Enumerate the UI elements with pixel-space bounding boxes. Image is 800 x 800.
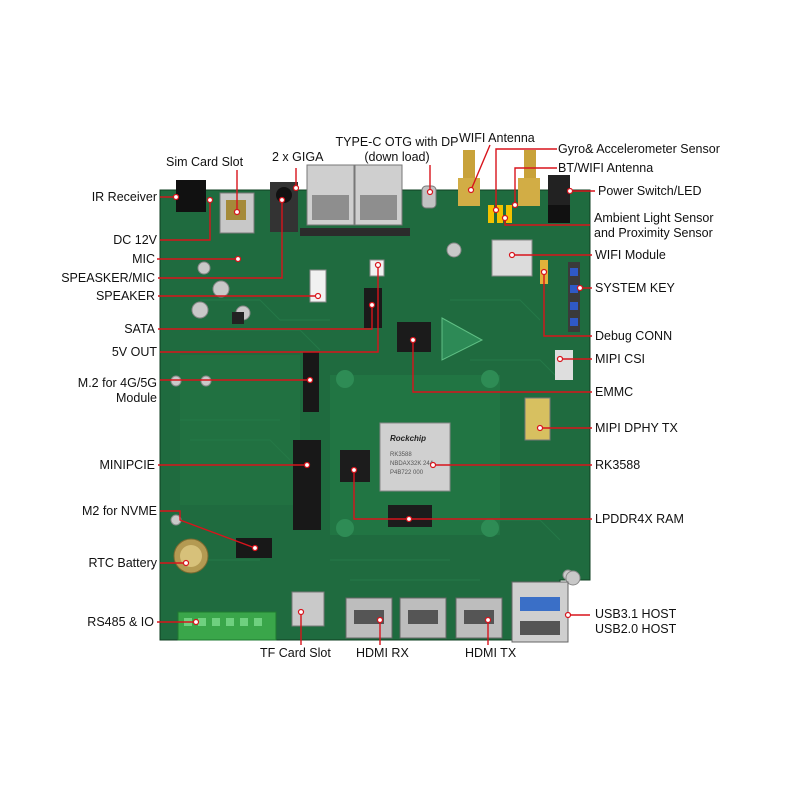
label-lpddr4x: LPDDR4X RAM [595, 512, 684, 526]
leader-speaker-mic [158, 200, 283, 279]
label-rs485-io: RS485 & IO [87, 615, 154, 629]
label-hdmi-rx: HDMI RX [356, 646, 409, 660]
label-debug-conn: Debug CONN [595, 329, 673, 343]
chip-model-text: RK3588 [390, 452, 412, 458]
label-power-switch: Power Switch/LED [598, 184, 702, 198]
label-ambient-sensor: Ambient Light Sensor and Proximity Senso… [594, 211, 714, 241]
label-tf-card-slot: TF Card Slot [260, 646, 331, 660]
label-ambient-line1: Ambient Light Sensor [594, 211, 714, 225]
label-mic: MIC [132, 252, 155, 266]
chip-brand-text: Rockchip [390, 434, 426, 443]
label-type-c-otg-line2: (down load) [364, 150, 430, 164]
label-dc-12v: DC 12V [113, 233, 157, 247]
label-bt-wifi-antenna: BT/WIFI Antenna [558, 161, 654, 175]
label-minipcie: MINIPCIE [99, 458, 155, 472]
leader-bt-wifi [514, 167, 557, 205]
label-system-key: SYSTEM KEY [595, 281, 675, 295]
chip-line3-text: P4B722 000 [390, 470, 424, 476]
leader-dc12v [160, 200, 211, 241]
leader-debug [543, 272, 592, 337]
label-mipi-dphy-tx: MIPI DPHY TX [595, 421, 678, 435]
label-hdmi-tx: HDMI TX [465, 646, 517, 660]
label-two-giga: 2 x GIGA [272, 150, 324, 164]
label-usb-host: USB3.1 HOST USB2.0 HOST [595, 607, 676, 637]
label-wifi-antenna: WIFI Antenna [459, 131, 535, 145]
leader-5v [160, 265, 379, 353]
label-usb31-host: USB3.1 HOST [595, 607, 677, 621]
leader-wifi-antenna [470, 144, 491, 191]
label-ir-receiver: IR Receiver [91, 190, 157, 204]
label-speaker: SPEAKER [95, 289, 155, 303]
label-m2-4g5g: M.2 for 4G/5G Module [78, 376, 157, 406]
label-sata: SATA [124, 322, 155, 336]
label-type-c-otg: TYPE-C OTG with DP (down load) [312, 135, 482, 165]
label-gyro-sensor: Gyro& Accelerometer Sensor [558, 142, 720, 156]
label-usb20-host: USB2.0 HOST [595, 622, 677, 636]
chip-line2-text: NBDAX32K 244 [390, 461, 434, 467]
leader-sata [158, 305, 373, 330]
label-speaker-mic: SPEASKER/MIC [61, 271, 155, 285]
label-m2-4g5g-line1: M.2 for 4G/5G [77, 376, 157, 390]
label-mipi-csi: MIPI CSI [595, 352, 646, 366]
label-5v-out: 5V OUT [111, 345, 157, 359]
label-sim-card-slot: Sim Card Slot [166, 155, 244, 169]
label-emmc: EMMC [595, 385, 634, 399]
label-m2-4g5g-line2: Module [116, 391, 157, 405]
label-m2-nvme: M2 for NVME [81, 504, 157, 518]
leader-emmc [412, 340, 592, 393]
label-wifi-module: WIFI Module [595, 248, 666, 262]
label-ambient-line2: and Proximity Sensor [594, 226, 713, 240]
leader-lpddr4x-b [353, 470, 409, 520]
label-type-c-otg-line1: TYPE-C OTG with DP [335, 135, 459, 149]
leader-nvme [160, 510, 256, 549]
label-rtc-battery: RTC Battery [88, 556, 157, 570]
leader-gyro [495, 148, 557, 210]
label-rk3588: RK3588 [595, 458, 641, 472]
